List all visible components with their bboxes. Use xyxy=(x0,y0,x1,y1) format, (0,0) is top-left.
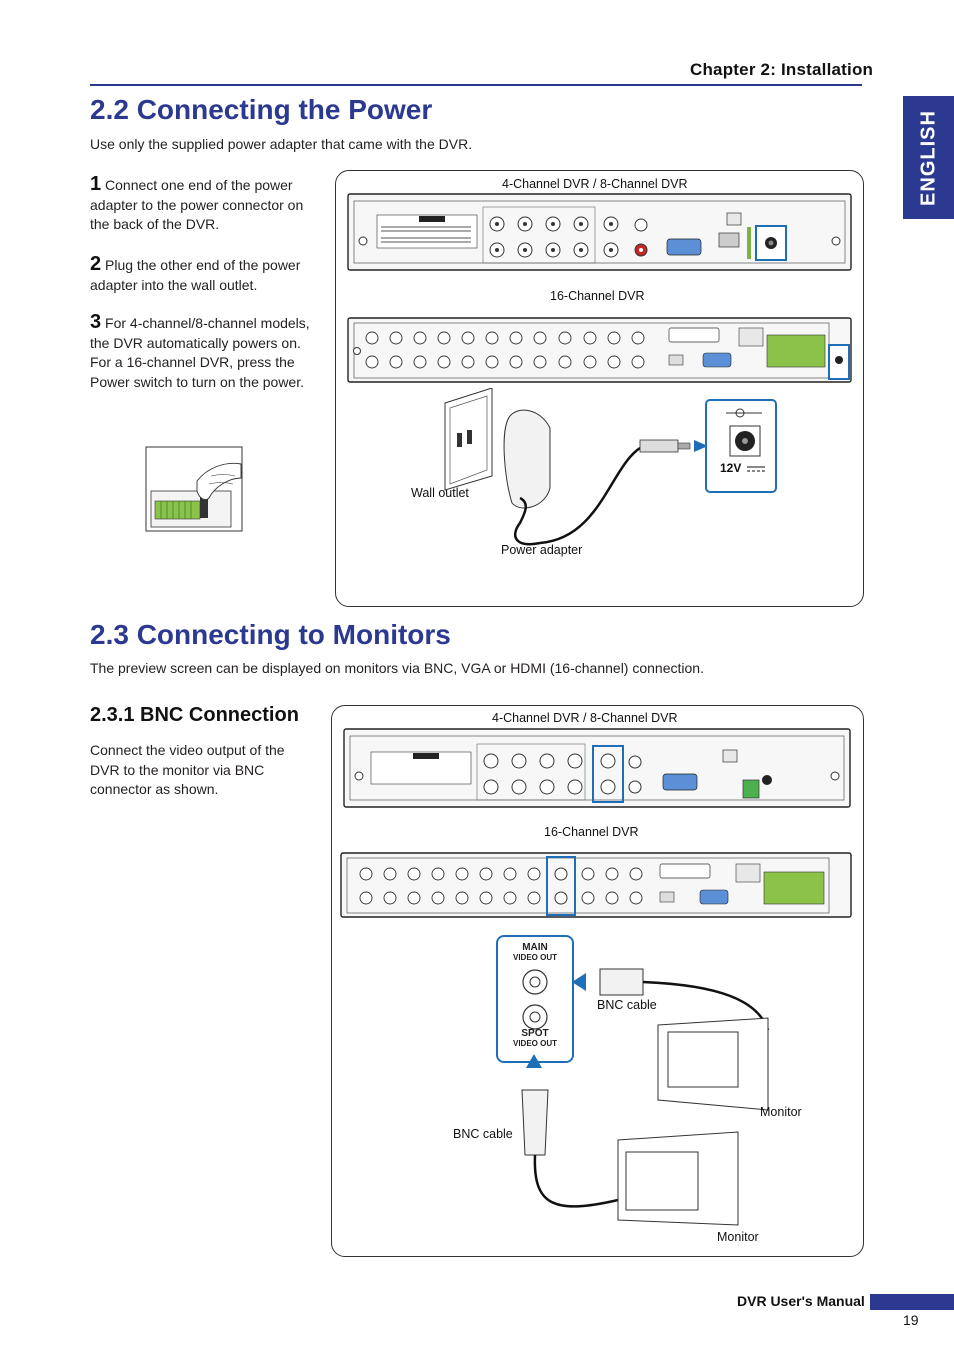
caption-16-channel-monitor: 16-Channel DVR xyxy=(544,825,639,839)
spot-sub-label: VIDEO OUT xyxy=(512,1039,557,1048)
step-number: 2 xyxy=(90,253,102,275)
monitors-intro: The preview screen can be displayed on m… xyxy=(90,660,704,676)
section-title-power: 2.2 Connecting the Power xyxy=(90,94,433,125)
header-rule xyxy=(90,84,862,86)
bnc-cable-label-1: BNC cable xyxy=(597,998,657,1012)
main-label: MAIN xyxy=(522,942,548,953)
power-adapter-label: Power adapter xyxy=(501,543,583,557)
dvr-4-8-back-panel-monitor xyxy=(343,728,851,808)
step-number: 1 xyxy=(90,173,102,195)
dvr-16-back-panel-monitor xyxy=(340,852,852,918)
page-number: 19 xyxy=(903,1312,919,1328)
monitor-label-2: Monitor xyxy=(717,1230,759,1244)
bnc-cable-label-2: BNC cable xyxy=(453,1127,513,1141)
language-tab-label: ENGLISH xyxy=(917,109,939,206)
dvr-4-8-back-panel xyxy=(347,193,852,271)
step-number: 3 xyxy=(90,311,102,333)
step-text: For 4-channel/8-channel models, the DVR … xyxy=(90,315,310,390)
dvr-16-back-panel xyxy=(347,317,852,383)
caption-4-8-channel-monitor: 4-Channel DVR / 8-Channel DVR xyxy=(492,711,678,725)
power-switch-illustration xyxy=(145,446,243,532)
caption-4-8-channel: 4-Channel DVR / 8-Channel DVR xyxy=(502,177,688,191)
power-step-3: 3 For 4-channel/8-channel models, the DV… xyxy=(90,311,325,392)
section-title-monitors: 2.3 Connecting to Monitors xyxy=(90,619,451,650)
subsection-title-bnc: 2.3.1 BNC Connection xyxy=(90,704,299,726)
spot-label: SPOT xyxy=(521,1028,549,1039)
power-step-2: 2 Plug the other end of the power adapte… xyxy=(90,253,325,295)
caption-16-channel: 16-Channel DVR xyxy=(550,289,645,303)
wall-outlet-label: Wall outlet xyxy=(411,486,469,500)
main-sub-label: VIDEO OUT xyxy=(512,953,557,962)
footer-bar xyxy=(870,1294,954,1310)
step-text: Connect one end of the power adapter to … xyxy=(90,177,304,232)
step-text: Plug the other end of the power adapter … xyxy=(90,257,301,293)
power-intro: Use only the supplied power adapter that… xyxy=(90,136,473,152)
monitor-connection-illustration xyxy=(521,968,770,1226)
voltage-label: 12V xyxy=(720,461,741,475)
chapter-title: Chapter 2: Installation xyxy=(690,60,874,79)
manual-title: DVR User's Manual xyxy=(737,1293,865,1309)
language-tab: ENGLISH xyxy=(903,96,954,219)
monitor-label-1: Monitor xyxy=(760,1105,802,1119)
power-step-1: 1 Connect one end of the power adapter t… xyxy=(90,173,325,235)
bnc-instructions: Connect the video output of the DVR to t… xyxy=(90,742,285,797)
power-adapter-illustration: 12V xyxy=(444,388,777,546)
